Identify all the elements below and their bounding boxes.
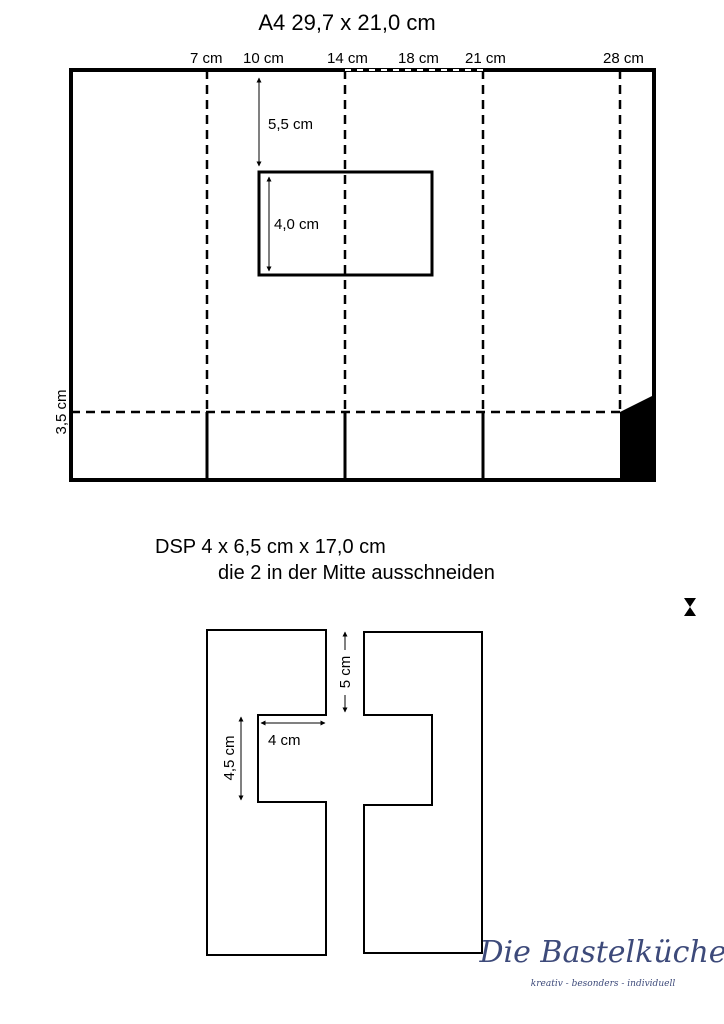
- black-corner: [620, 395, 654, 480]
- brand-logo: Die Bastelküche kreativ - besonders - in…: [478, 935, 724, 989]
- label-3-5cm: 3,5 cm: [53, 389, 70, 434]
- label-4-5cm: 4,5 cm: [221, 735, 238, 780]
- bow-icon: [684, 598, 696, 616]
- mark-10cm: 10 cm: [243, 50, 284, 67]
- label-4-0cm: 4,0 cm: [274, 216, 319, 233]
- left-piece: [206, 629, 327, 956]
- mark-28cm: 28 cm: [603, 50, 644, 67]
- mark-21cm: 21 cm: [465, 50, 506, 67]
- label-5-5cm: 5,5 cm: [268, 116, 313, 133]
- mark-18cm: 18 cm: [398, 50, 439, 67]
- mark-7cm: 7 cm: [190, 50, 223, 67]
- label-4cm: 4 cm: [268, 732, 301, 749]
- mark-14cm: 14 cm: [327, 50, 368, 67]
- logo-name: Die Bastelküche: [478, 935, 724, 970]
- a4-sheet: [69, 68, 656, 482]
- sheet-title: A4 29,7 x 21,0 cm: [258, 10, 435, 35]
- dsp-instruction: die 2 in der Mitte ausschneiden: [218, 562, 495, 584]
- logo-tagline: kreativ - besonders - individuell: [531, 979, 676, 989]
- window-cutout: [257, 170, 434, 277]
- dsp-title: DSP 4 x 6,5 cm x 17,0 cm: [155, 536, 386, 558]
- right-piece: [363, 631, 483, 954]
- label-5cm: 5 cm: [337, 656, 354, 689]
